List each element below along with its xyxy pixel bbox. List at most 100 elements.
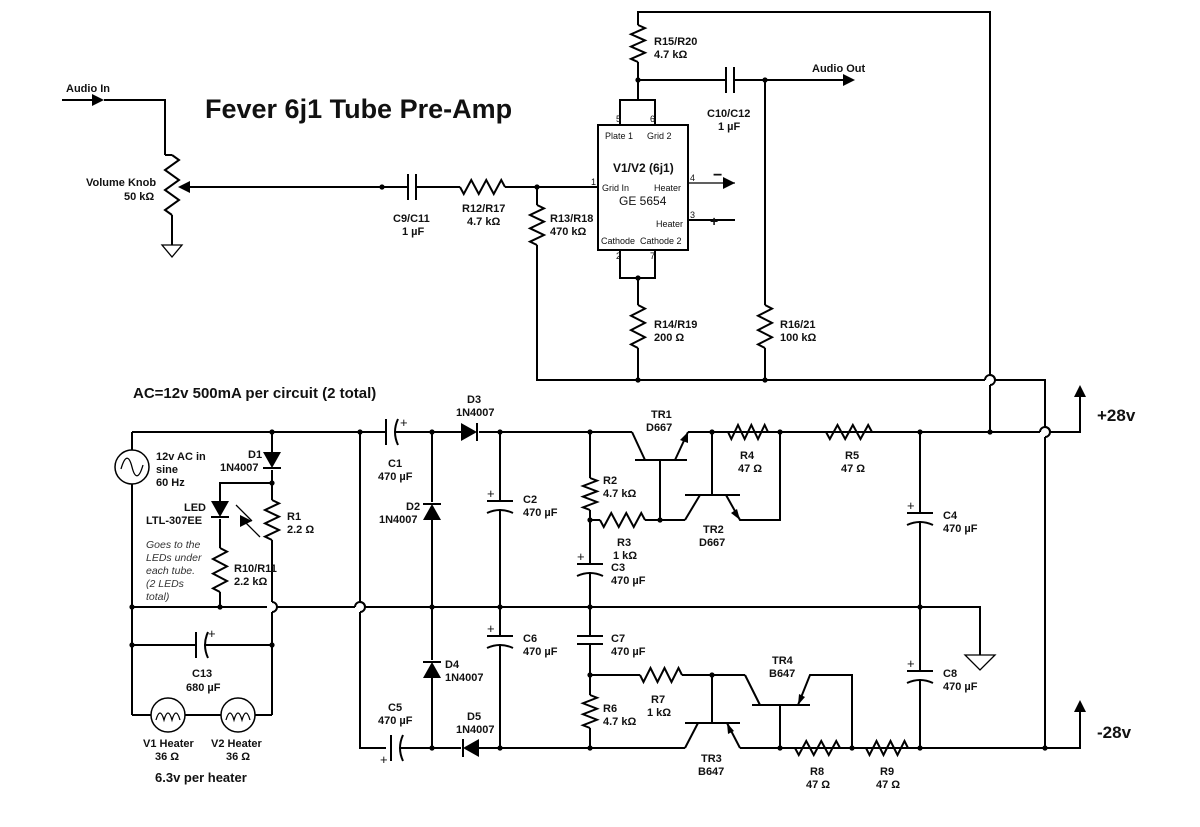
wire (359, 612, 386, 749)
svg-text:1N4007: 1N4007 (445, 672, 484, 684)
svg-text:R4: R4 (740, 450, 755, 462)
svg-text:V2 Heater: V2 Heater (211, 738, 262, 750)
wire (219, 482, 272, 501)
svg-text:36 Ω: 36 Ω (155, 751, 179, 763)
svg-text:47 Ω: 47 Ω (738, 463, 762, 475)
svg-text:C8: C8 (943, 668, 957, 680)
svg-text:470 µF: 470 µF (378, 715, 413, 727)
svg-text:R6: R6 (603, 703, 617, 715)
svg-text:B647: B647 (698, 766, 724, 778)
r15-resistor (628, 24, 648, 63)
svg-text:LEDs under: LEDs under (146, 552, 202, 564)
svg-text:1N4007: 1N4007 (456, 724, 495, 736)
tr4-emitter-arrow-icon (798, 694, 805, 705)
svg-text:each tube.: each tube. (146, 565, 195, 577)
svg-text:680 µF: 680 µF (186, 682, 221, 694)
svg-text:C5: C5 (388, 702, 402, 714)
svg-text:Goes to the: Goes to the (146, 539, 200, 551)
svg-text:470 µF: 470 µF (523, 646, 558, 658)
svg-text:470 µF: 470 µF (611, 575, 646, 587)
svg-text:470 µF: 470 µF (943, 681, 978, 693)
heater-plus-sign: + (710, 213, 718, 229)
svg-text:7: 7 (650, 251, 655, 261)
r1-resistor (262, 499, 282, 541)
svg-text:200 Ω: 200 Ω (654, 332, 684, 344)
audio-out-arrow-icon (843, 74, 855, 86)
svg-text:12v AC in: 12v AC in (156, 451, 206, 463)
heater-note: 6.3v per heater (155, 770, 247, 785)
led-ray-arrow-icon (240, 515, 252, 527)
svg-text:V1/V2 (6j1): V1/V2 (6j1) (613, 161, 674, 175)
svg-text:C2: C2 (523, 494, 537, 506)
svg-text:470 kΩ: 470 kΩ (550, 226, 587, 238)
svg-text:47 Ω: 47 Ω (876, 779, 900, 791)
d1-diode (263, 452, 281, 468)
junction-dot (587, 604, 593, 610)
r6-resistor (580, 694, 600, 729)
svg-text:R16/21: R16/21 (780, 319, 815, 331)
svg-text:C7: C7 (611, 633, 625, 645)
wire (1050, 396, 1081, 433)
led-diode (211, 501, 229, 517)
svg-text:LED: LED (184, 502, 206, 514)
audio-out-label: Audio Out (812, 63, 865, 75)
svg-text:4.7 kΩ: 4.7 kΩ (603, 716, 636, 728)
r4-resistor (727, 422, 769, 442)
r13-resistor (527, 204, 547, 246)
svg-text:Cathode 2: Cathode 2 (640, 236, 682, 246)
r7-resistor (639, 665, 683, 685)
plus-sign: + (380, 752, 388, 767)
tr2-emitter-arrow-icon (731, 509, 740, 520)
negative-rail-arrow-icon (1074, 700, 1086, 712)
svg-text:D667: D667 (646, 422, 672, 434)
svg-text:2.2 kΩ: 2.2 kΩ (234, 576, 267, 588)
svg-text:C9/C11: C9/C11 (393, 213, 430, 225)
junction-dot (497, 604, 503, 610)
wire (619, 99, 656, 125)
svg-text:R2: R2 (603, 475, 617, 487)
plus-sign: + (907, 656, 915, 671)
tr2-transistor (725, 432, 781, 521)
svg-text:47 Ω: 47 Ω (841, 463, 865, 475)
svg-text:LTL-307EE: LTL-307EE (146, 515, 202, 527)
r12-resistor (459, 177, 506, 197)
tr2-transistor (684, 494, 701, 521)
sine-wave-icon (120, 457, 144, 477)
wire-crossing-hop (271, 601, 278, 613)
pot-wiper-arrow-icon (178, 181, 190, 193)
filament-icon (225, 712, 251, 723)
svg-text:1: 1 (591, 177, 596, 187)
plus-sign: + (487, 486, 495, 501)
svg-text:R9: R9 (880, 766, 894, 778)
svg-text:D4: D4 (445, 659, 460, 671)
svg-text:Grid In: Grid In (602, 183, 629, 193)
svg-text:470 µF: 470 µF (523, 507, 558, 519)
tr3-transistor (684, 722, 699, 749)
svg-text:Plate 1: Plate 1 (605, 131, 633, 141)
ground-icon (160, 244, 184, 259)
volume-knob-pot (163, 154, 181, 216)
svg-text:R13/R18: R13/R18 (550, 213, 593, 225)
svg-text:R7: R7 (651, 694, 665, 706)
ground-icon (963, 654, 997, 671)
wire-crossing-hop (989, 374, 996, 386)
svg-text:R14/R19: R14/R19 (654, 319, 697, 331)
audio-in-arrow-icon (92, 94, 104, 106)
svg-text:GE 5654: GE 5654 (619, 194, 667, 208)
svg-text:TR4: TR4 (772, 655, 794, 667)
tr4-transistor (744, 674, 761, 706)
svg-text:R5: R5 (845, 450, 859, 462)
svg-text:C10/C12: C10/C12 (707, 108, 750, 120)
svg-text:R8: R8 (810, 766, 824, 778)
wire (637, 11, 991, 375)
svg-text:1 kΩ: 1 kΩ (647, 707, 671, 719)
svg-text:D667: D667 (699, 537, 725, 549)
svg-text:TR1: TR1 (651, 409, 672, 421)
svg-text:2.2 Ω: 2.2 Ω (287, 524, 314, 536)
svg-text:C4: C4 (943, 510, 958, 522)
plus-sign: + (907, 498, 915, 513)
wire-crossing-hop (359, 601, 366, 613)
plus-sign: + (208, 626, 216, 641)
d2-diode (423, 504, 441, 520)
